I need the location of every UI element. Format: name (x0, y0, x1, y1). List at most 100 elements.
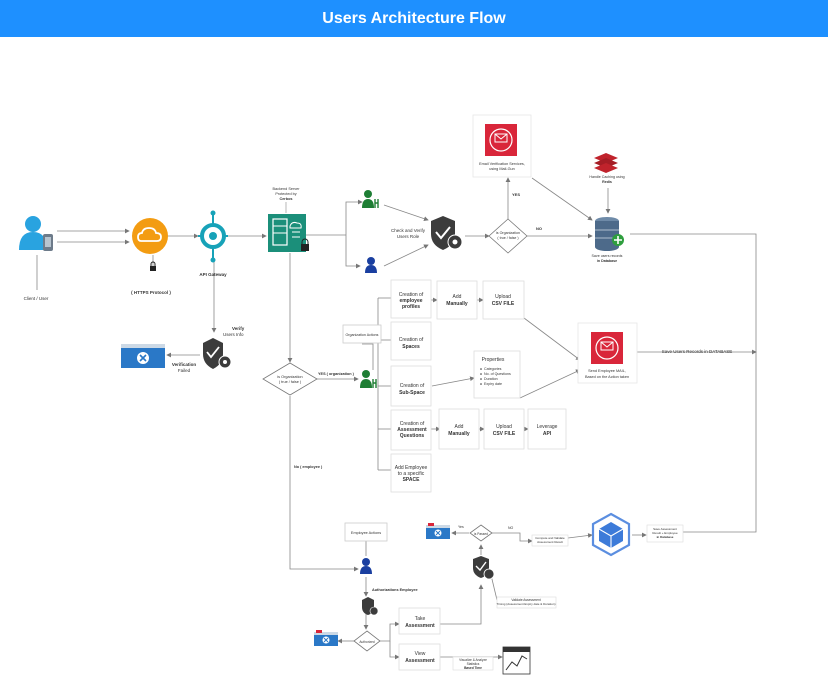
yes-label: YES (512, 192, 520, 197)
check-role-label-2: Users Role (397, 234, 420, 239)
validate-label-2: Timing (Assessment Expiry date & Duratio… (497, 602, 556, 606)
add-manually-label-1b: Manually (446, 301, 468, 307)
visualize-label-3: Based Time (464, 666, 482, 670)
employee-actions-label: Employee Actions (351, 531, 381, 535)
creation-assess-label-3: Questions (400, 433, 425, 439)
save-assess-label-1: Save Assessment (653, 527, 677, 531)
creation-employee-box (390, 279, 432, 319)
creation-subspace-label-2: Sub-Space (399, 390, 425, 396)
line-org-actions (362, 343, 374, 370)
view-assessment-box (398, 643, 441, 671)
chart-icon (502, 646, 531, 675)
add-manually-box-1 (436, 280, 478, 320)
is-org-mid-label-1: is Organization (277, 375, 302, 379)
creation-employee-label-3: profiles (402, 304, 420, 310)
org-actions-label: Organization Actions (346, 333, 379, 337)
server-label-1: Backend Server (272, 187, 300, 191)
add-employee-box (390, 453, 432, 493)
add-employee-label-1: Add Employee (395, 465, 428, 471)
connectors (36, 177, 757, 660)
add-manually-label-1a: Add (453, 294, 462, 300)
validate-box (496, 596, 557, 609)
decision-diamond-passed (469, 524, 493, 542)
upload-csv-label-1b: CSV FILE (492, 301, 515, 307)
line-branch-green (345, 199, 363, 235)
leverage-label-a: Leverage (537, 424, 558, 430)
arrow-compute-kube (567, 533, 593, 539)
check-role-label-1: Check and Verify (391, 228, 426, 233)
is-passed-label: is Passed (474, 532, 488, 536)
save-assess-label-3: in Database (657, 535, 674, 539)
visualize-label-2: Statistics (467, 662, 480, 666)
is-org-top-label-1: is Organization (496, 231, 520, 235)
creation-spaces-label-1: Creation of (399, 337, 424, 343)
property-item: No. of Questions (484, 372, 511, 376)
view-assessment-label-2: Assessment (405, 658, 435, 664)
yes-small-label: Yes (458, 525, 464, 529)
add-manually-label-2b: Manually (448, 431, 470, 437)
compute-result-box (531, 534, 569, 547)
properties-title: Properties (482, 357, 505, 363)
arrow-mail-db (531, 177, 593, 221)
validate-label-1: Validate Assessment (511, 598, 540, 602)
header-bar: Users Architecture Flow (0, 0, 828, 37)
page-title: Users Architecture Flow (322, 10, 506, 27)
arrow-properties-mail2 (519, 369, 581, 399)
upload-csv-box-2 (483, 408, 525, 450)
shield-gear-icon (431, 216, 463, 250)
add-manually-label-2a: Add (455, 424, 464, 430)
server-label-3: Cerbos (279, 197, 292, 201)
save-users-db-label: Save Users Records in DATABASE (662, 349, 733, 354)
organization-admin-icon (362, 190, 379, 208)
upload-csv-label-2a: Upload (496, 424, 512, 430)
client-label: Client / User (24, 296, 49, 301)
no-small-label: NO (508, 526, 514, 530)
property-item: Expiry date (484, 382, 502, 386)
employee-user-icon (365, 257, 377, 273)
line-branch-navy (345, 235, 361, 269)
property-item: Duration (484, 377, 498, 381)
creation-subspace-label-1: Creation of (400, 383, 425, 389)
add-manually-box-2 (438, 408, 480, 450)
org-actions-box (342, 324, 382, 344)
cloud-icon (132, 218, 168, 254)
shield-gear-icon (362, 597, 379, 616)
mail-icon (485, 124, 517, 156)
verify-label-1: Verify (232, 326, 245, 331)
creation-assess-label-2: Assessment (397, 427, 427, 433)
arrow-navy-shield (383, 244, 429, 267)
shield-gear-icon (203, 338, 232, 369)
line-shield3-validate (490, 574, 498, 601)
save-db-label-2: in Database (597, 259, 617, 263)
creation-subspace-box (390, 365, 432, 407)
kubernetes-icon (591, 512, 631, 557)
employee-actions-box (344, 522, 388, 542)
api-gateway-label: API Gateway (199, 272, 227, 277)
add-employee-label-3: SPACE (403, 477, 421, 483)
leverage-api-box (527, 408, 567, 450)
creation-spaces-box (390, 321, 432, 361)
mail-icon (591, 332, 623, 364)
view-assessment-label-1: View (415, 651, 426, 657)
send-mail-label-2: Based on the Action taken (585, 375, 629, 379)
authorization-label: Authorizations Employee (372, 588, 418, 592)
caching-label-1: Handle Caching using (589, 175, 624, 179)
decision-diamond-auth (353, 630, 381, 652)
verification-failed-icon (426, 523, 450, 539)
is-org-mid-label-2: ( true / false ) (279, 380, 302, 384)
api-gateway-icon (198, 210, 228, 263)
save-db-label-1: Save users records (592, 254, 623, 258)
take-assessment-box (398, 607, 441, 635)
email-service-label-1: Email Verification Services, (479, 162, 525, 166)
organization-admin-icon (360, 370, 377, 388)
save-assessment-box (646, 524, 684, 543)
creation-employee-label-2: employee (399, 298, 422, 304)
authorized-label: Authorized (359, 640, 374, 644)
no-label: NO (536, 226, 542, 231)
user-icon (19, 216, 53, 251)
leverage-label-b: API (543, 431, 552, 437)
email-service-label-2: using Mail-Gun (489, 167, 515, 171)
compute-result-label-1: Compute and Validate (535, 536, 565, 540)
is-org-top-label-2: ( true / false ) (497, 236, 518, 240)
line-db-right-rail (630, 233, 757, 535)
